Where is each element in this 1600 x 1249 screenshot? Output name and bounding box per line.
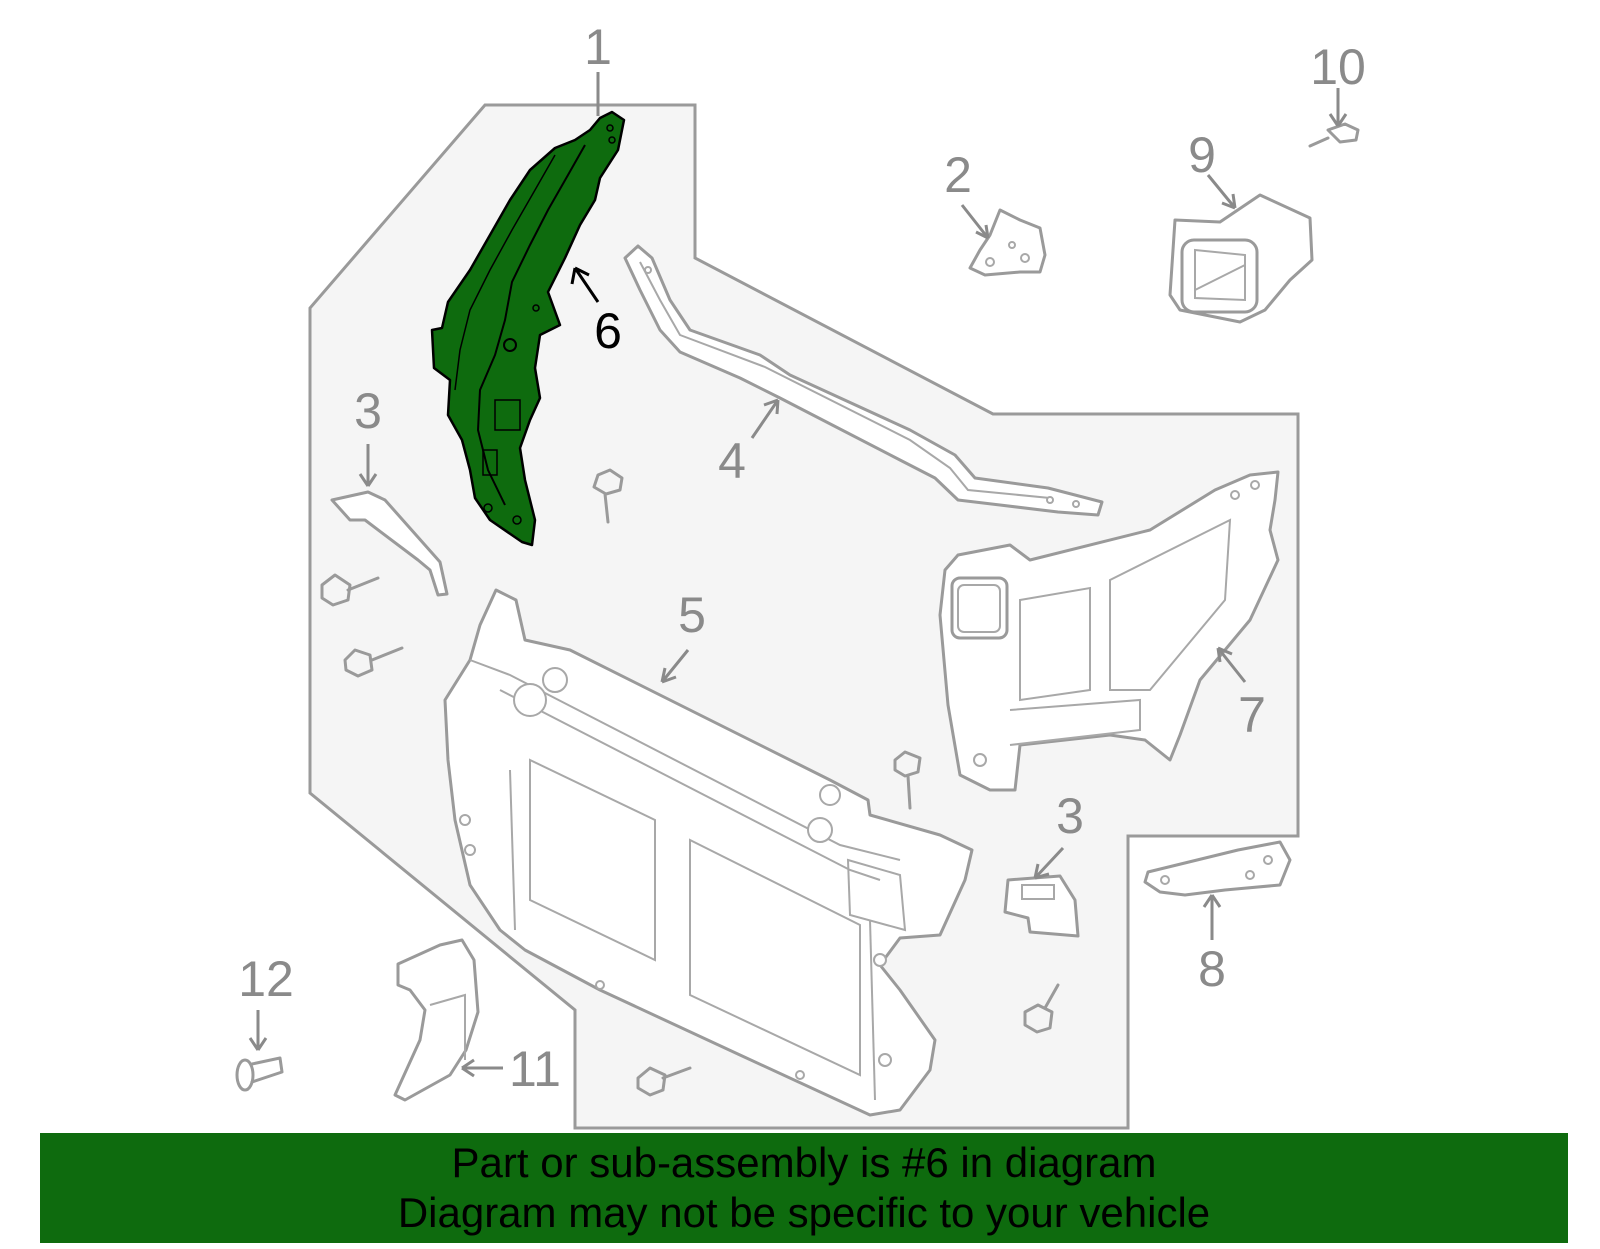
cross-member-part-4 <box>623 244 1104 517</box>
bolt-icon <box>893 750 922 810</box>
bolt-icon <box>636 1066 692 1097</box>
apron-bracket-part-7 <box>938 470 1280 792</box>
leader-arrow-12 <box>248 1010 268 1051</box>
leader-arrow-4 <box>750 398 780 439</box>
leader-arrow-6 <box>570 266 600 303</box>
leader-arrow-8 <box>1202 894 1222 940</box>
callout-8: 8 <box>1198 941 1226 997</box>
leader-arrow-10 <box>1328 88 1348 127</box>
callout-4: 4 <box>718 433 746 489</box>
leader-arrow-9 <box>1206 174 1237 210</box>
leader-arrow-2 <box>960 204 990 240</box>
bolt-icon <box>592 468 624 524</box>
info-banner: Part or sub-assembly is #6 in diagram Di… <box>40 1133 1568 1243</box>
bolt-icon <box>343 646 404 678</box>
radiator-support-part-5 <box>443 588 974 1117</box>
bracket-part-2 <box>968 208 1047 277</box>
leader-arrow-5 <box>660 649 690 684</box>
leader-arrow-3-upper <box>358 444 378 487</box>
callout-2: 2 <box>944 147 972 203</box>
bolt-icon <box>320 573 380 607</box>
callout-12: 12 <box>238 951 294 1007</box>
leader-arrow-11 <box>461 1058 503 1078</box>
callout-5: 5 <box>678 587 706 643</box>
pin-part-12 <box>235 1056 284 1092</box>
callout-3-upper: 3 <box>354 383 382 439</box>
callout-10: 10 <box>1310 39 1366 95</box>
screw-part-10 <box>1308 122 1360 148</box>
brace-part-3-upper <box>330 490 449 597</box>
leader-arrow-7 <box>1216 646 1247 683</box>
banner-line-part: Part or sub-assembly is #6 in diagram <box>451 1139 1157 1186</box>
callout-11: 11 <box>509 1041 561 1097</box>
highlighted-part-6 <box>430 110 626 547</box>
bracket-part-11 <box>393 938 480 1102</box>
callout-3-lower: 3 <box>1056 788 1084 844</box>
callout-9: 9 <box>1188 127 1216 183</box>
clip-part-3-lower <box>1003 874 1080 938</box>
callout-6: 6 <box>594 303 622 359</box>
bolt-icon <box>1023 983 1060 1034</box>
duct-part-9 <box>1168 193 1314 324</box>
banner-line-disclaimer: Diagram may not be specific to your vehi… <box>397 1189 1211 1236</box>
bracket-part-8 <box>1143 840 1292 897</box>
leader-arrow-3-lower <box>1033 846 1065 880</box>
callout-7: 7 <box>1238 687 1266 743</box>
callout-1: 1 <box>584 19 612 75</box>
